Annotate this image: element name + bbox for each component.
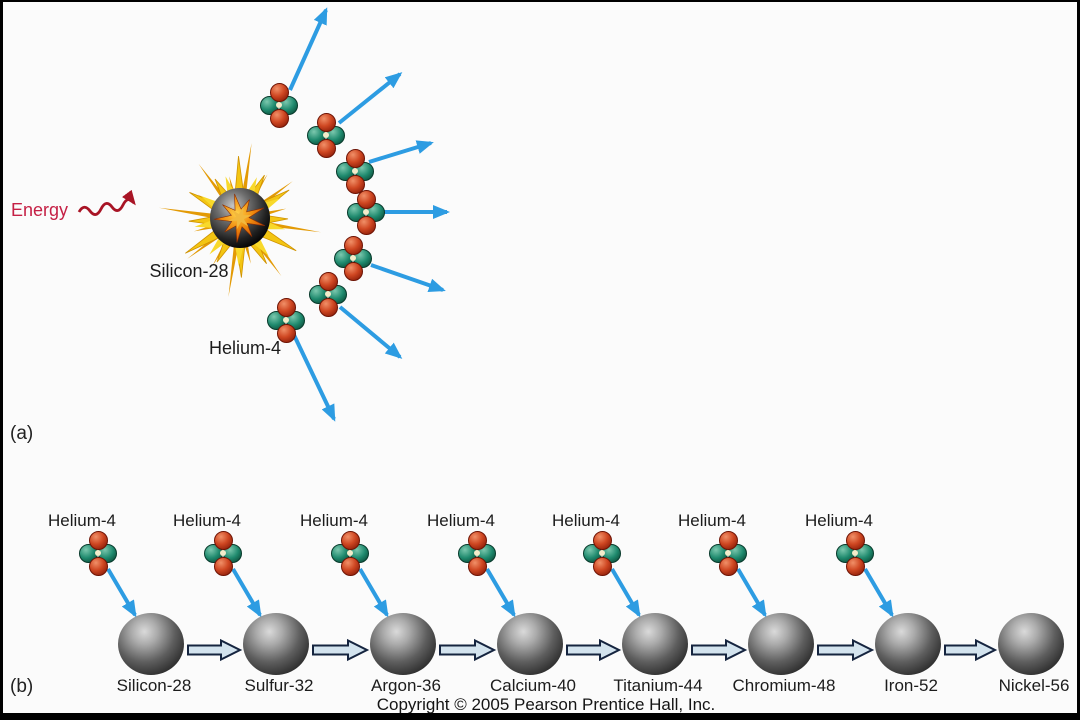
- cluster-center-dot: [725, 550, 731, 556]
- element-label-3: Calcium-40: [490, 676, 576, 695]
- nucleon-ball-red: [845, 531, 865, 550]
- nucleon-ball-red: [269, 109, 289, 128]
- nucleon-ball-red: [269, 83, 289, 102]
- helium-4-particle: [347, 190, 385, 235]
- nucleon-ball-red: [356, 190, 376, 209]
- nucleon-ball-red: [592, 557, 612, 576]
- helium-4-label-b-0: Helium-4: [47, 511, 117, 530]
- helium-4-particle: [836, 531, 874, 576]
- nucleon-ball-red: [467, 531, 487, 550]
- nucleon-ball-red: [88, 531, 108, 550]
- helium-4-label-panel-a: Helium-4: [208, 338, 282, 358]
- element-label-5: Chromium-48: [732, 676, 836, 695]
- nucleon-ball-red: [318, 272, 338, 291]
- reaction-step-arrow: [817, 638, 875, 662]
- helium-4-label-b-6: Helium-4: [804, 511, 874, 530]
- nucleon-ball-red: [88, 557, 108, 576]
- cluster-center-dot: [95, 550, 101, 556]
- helium-4-particle: [709, 531, 747, 576]
- element-label-2: Argon-36: [371, 676, 441, 695]
- cluster-center-dot: [325, 291, 331, 297]
- reaction-step-arrow: [312, 638, 370, 662]
- nucleon-ball-red: [345, 175, 365, 194]
- copyright-text: Copyright © 2005 Pearson Prentice Hall, …: [376, 695, 716, 714]
- nucleon-ball-red: [345, 149, 365, 168]
- nucleon-ball-red: [316, 139, 336, 158]
- nucleon-ball-red: [356, 216, 376, 235]
- nucleon-ball-red: [340, 531, 360, 550]
- panel-b-tag: (b): [10, 676, 34, 697]
- nucleus-sphere-chromium-48: [748, 613, 814, 675]
- helium-4-particle: [267, 298, 305, 343]
- nucleon-ball-red: [718, 557, 738, 576]
- helium-4-label-b-2: Helium-4: [299, 511, 369, 530]
- nucleus-sphere-silicon-28: [118, 613, 184, 675]
- cluster-center-dot: [363, 209, 369, 215]
- nucleus-sphere-calcium-40: [497, 613, 563, 675]
- cluster-center-dot: [599, 550, 605, 556]
- nucleon-ball-red: [467, 557, 487, 576]
- nucleus-sphere-titanium-44: [622, 613, 688, 675]
- cluster-center-dot: [283, 317, 289, 323]
- helium-4-particle: [307, 113, 345, 158]
- cluster-center-dot: [350, 255, 356, 261]
- nucleon-ball-red: [718, 531, 738, 550]
- reaction-step-arrow: [566, 638, 622, 662]
- nucleus-sphere-iron-52: [875, 613, 941, 675]
- reaction-step-arrow: [691, 638, 748, 662]
- helium-4-particle: [458, 531, 496, 576]
- helium-4-label-b-1: Helium-4: [172, 511, 242, 530]
- nucleon-ball-red: [343, 262, 363, 281]
- cluster-center-dot: [276, 102, 282, 108]
- nucleon-ball-red: [276, 324, 296, 343]
- diagram-vector-layer: [77, 7, 998, 662]
- silicon-28-nucleus-label: Silicon-28: [149, 261, 229, 281]
- element-label-6: Iron-52: [884, 676, 938, 695]
- element-label-0: Silicon-28: [116, 676, 192, 695]
- cluster-center-dot: [347, 550, 353, 556]
- helium-4-particle: [331, 531, 369, 576]
- helium-4-particle: [79, 531, 117, 576]
- helium-4-particle: [204, 531, 242, 576]
- panel-a-tag: (a): [10, 423, 34, 444]
- helium-4-particle: [260, 83, 298, 128]
- helium-4-particle: [309, 272, 347, 317]
- cluster-center-dot: [474, 550, 480, 556]
- reaction-step-arrow: [187, 638, 243, 662]
- nucleus-sphere-argon-36: [370, 613, 436, 675]
- energy-label: Energy: [11, 200, 69, 220]
- cluster-center-dot: [323, 132, 329, 138]
- nucleon-ball-red: [343, 236, 363, 255]
- nucleon-ball-red: [213, 531, 233, 550]
- nucleon-ball-red: [276, 298, 296, 317]
- reaction-step-arrow: [944, 638, 998, 662]
- nucleon-ball-red: [592, 531, 612, 550]
- helium-4-label-b-3: Helium-4: [426, 511, 496, 530]
- nucleon-ball-red: [845, 557, 865, 576]
- element-label-1: Sulfur-32: [244, 676, 314, 695]
- nucleon-ball-red: [340, 557, 360, 576]
- element-label-4: Titanium-44: [613, 676, 703, 695]
- helium-4-label-b-4: Helium-4: [551, 511, 621, 530]
- helium-4-particle: [334, 236, 372, 281]
- cluster-center-dot: [852, 550, 858, 556]
- cluster-center-dot: [220, 550, 226, 556]
- nucleon-ball-red: [316, 113, 336, 132]
- element-label-7: Nickel-56: [998, 676, 1070, 695]
- nucleon-ball-red: [318, 298, 338, 317]
- reaction-step-arrow: [439, 638, 497, 662]
- helium-4-label-b-5: Helium-4: [677, 511, 747, 530]
- nucleon-ball-red: [213, 557, 233, 576]
- helium-4-particle: [583, 531, 621, 576]
- helium-4-particle: [336, 149, 374, 194]
- nucleus-sphere-nickel-56: [998, 613, 1064, 675]
- nucleus-sphere-sulfur-32: [243, 613, 309, 675]
- cluster-center-dot: [352, 168, 358, 174]
